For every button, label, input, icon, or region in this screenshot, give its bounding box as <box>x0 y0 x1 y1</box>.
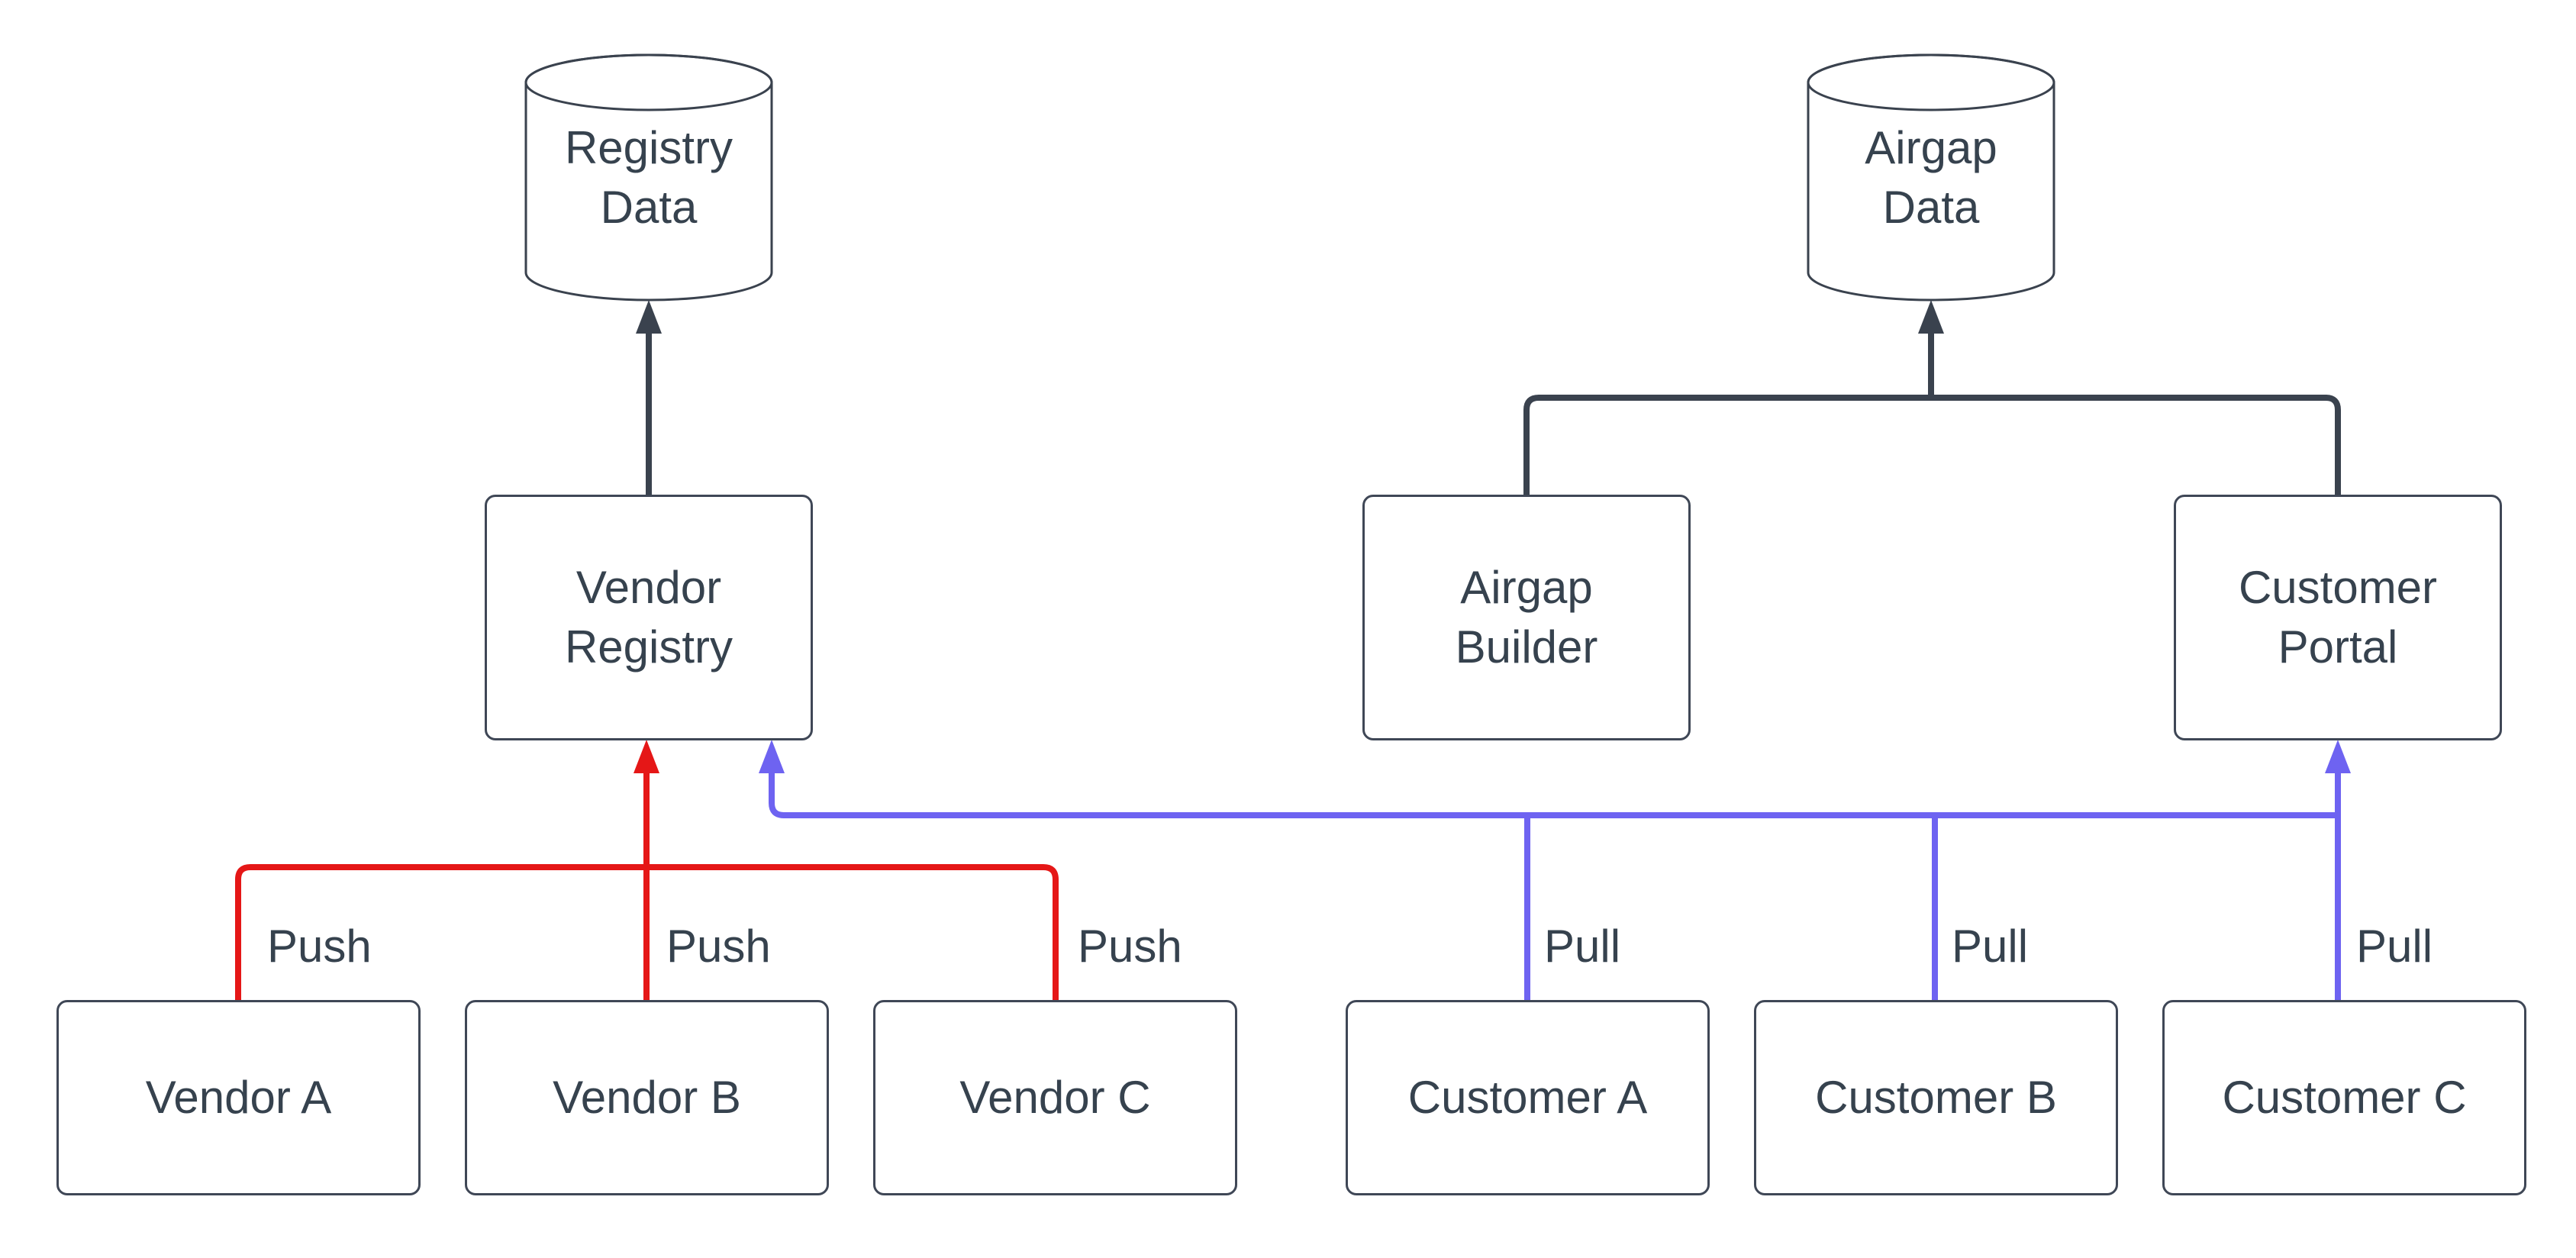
edge-label-push-b: Push <box>666 921 771 972</box>
airgap-data-cylinder <box>1807 53 2055 302</box>
customer-portal-line1: Customer <box>2238 562 2438 613</box>
edge-label-pull-c: Pull <box>2356 921 2433 972</box>
customer-c-label: Customer C <box>2222 1072 2467 1123</box>
node-customer-a: Customer A <box>1346 1000 1710 1195</box>
airgap-builder-line2: Builder <box>1455 621 1598 673</box>
vendor-c-label: Vendor C <box>959 1072 1151 1123</box>
airgap-builder-line1: Airgap <box>1460 562 1593 613</box>
arrowhead-vendor-registry-red <box>634 740 659 773</box>
node-customer-portal: Customer Portal <box>2174 495 2502 740</box>
airgap-data-cylinder-rim <box>1807 53 2055 111</box>
customer-b-label: Customer B <box>1815 1072 2057 1123</box>
registry-data-cylinder <box>524 53 773 302</box>
edge-airgap-builder-customer-portal-bus <box>1523 395 2341 495</box>
vendor-b-label: Vendor B <box>553 1072 741 1123</box>
node-vendor-b: Vendor B <box>465 1000 829 1195</box>
edge-label-pull-b: Pull <box>1952 921 2029 972</box>
customer-portal-line2: Portal <box>2278 621 2398 673</box>
node-vendor-c: Vendor C <box>873 1000 1237 1195</box>
node-customer-b: Customer B <box>1754 1000 2118 1195</box>
edge-pull-horizontal <box>769 770 2338 818</box>
node-vendor-registry: Vendor Registry <box>485 495 813 740</box>
edge-label-push-c: Push <box>1078 921 1182 972</box>
edge-label-pull-a: Pull <box>1544 921 1621 972</box>
vendor-registry-line1: Vendor <box>575 562 722 613</box>
arrowhead-airgap-data <box>1918 300 1944 334</box>
customer-a-label: Customer A <box>1407 1072 1648 1123</box>
registry-data-cylinder-rim <box>524 53 773 111</box>
node-airgap-builder: Airgap Builder <box>1362 495 1691 740</box>
arrowhead-vendor-registry-blue <box>759 740 785 773</box>
edge-label-push-a: Push <box>267 921 372 972</box>
node-customer-c: Customer C <box>2162 1000 2526 1195</box>
arrowhead-customer-portal-blue <box>2325 740 2351 773</box>
node-vendor-a: Vendor A <box>56 1000 421 1195</box>
vendor-a-label: Vendor A <box>145 1072 332 1123</box>
vendor-registry-line2: Registry <box>564 621 733 673</box>
arrowhead-registry-data <box>636 300 662 334</box>
